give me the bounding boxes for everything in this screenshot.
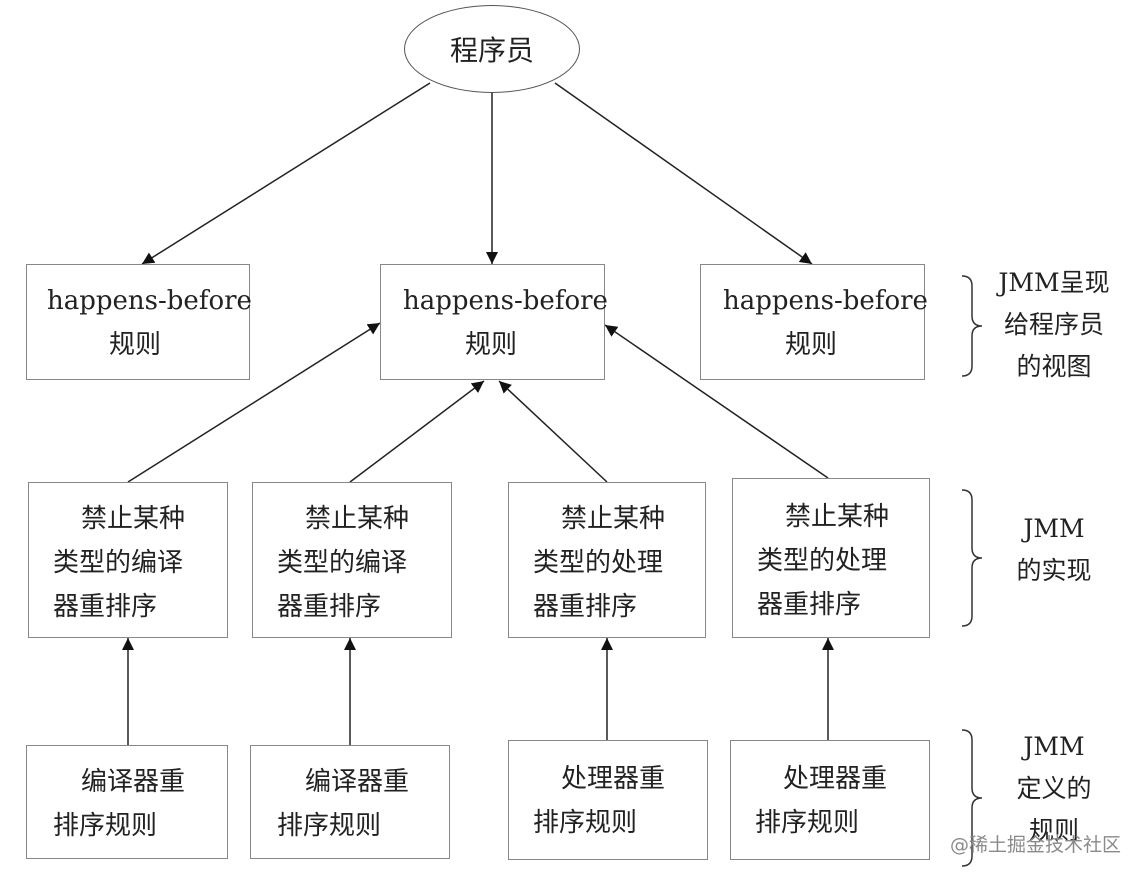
view-rule-box-center: happens-before 规则 (380, 264, 608, 380)
impl-line: 禁止某种 (561, 504, 666, 534)
view-rule-line: 规则 (785, 330, 838, 360)
rule-line: 排序规则 (755, 808, 860, 838)
impl-line: 类型的编译 (277, 548, 408, 578)
impl-line: 禁止某种 (81, 504, 186, 534)
impl-line: 器重排序 (757, 590, 862, 620)
rule-line: 处理器重 (783, 764, 888, 794)
impl-line: 器重排序 (53, 592, 158, 622)
rule-box-2: 编译器重 排序规则 (250, 745, 450, 859)
view-rule-line: 规则 (465, 330, 518, 360)
programmer-node: 程序员 (404, 5, 580, 93)
rule-line: 排序规则 (53, 811, 158, 841)
arrow-impl2-to-view (349, 380, 485, 483)
rule-line: 排序规则 (533, 808, 638, 838)
impl-line: 禁止某种 (305, 504, 410, 534)
side-label-impl: JMM 的实现 (1016, 514, 1092, 585)
rule-box-1: 编译器重 排序规则 (26, 745, 228, 859)
arrow-impl1-to-view (127, 322, 381, 483)
impl-line: 类型的处理 (533, 548, 664, 578)
impl-line: 类型的处理 (757, 546, 888, 576)
rule-line: 排序规则 (277, 811, 382, 841)
view-rule-line: happens-before (403, 286, 608, 316)
rule-line: 处理器重 (561, 764, 666, 794)
arrow-root-to-view-right (554, 82, 813, 265)
programmer-label: 程序员 (449, 34, 534, 67)
impl-box-1: 禁止某种 类型的编译 器重排序 (28, 482, 228, 638)
impl-box-2: 禁止某种 类型的编译 器重排序 (252, 482, 452, 638)
arrow-impl4-to-view (604, 324, 829, 479)
arrow-impl3-to-view (498, 380, 608, 483)
side-label-rules: JMM 定义的 规则 (1016, 732, 1092, 845)
view-rule-box-left: happens-before 规则 (26, 264, 252, 380)
rule-box-3: 处理器重 排序规则 (508, 740, 708, 860)
rule-box-4: 处理器重 排序规则 (730, 740, 930, 860)
impl-line: 类型的编译 (53, 548, 184, 578)
rule-line: 编译器重 (305, 767, 410, 797)
view-rule-line: happens-before (723, 286, 928, 316)
brace-impl (961, 489, 983, 627)
impl-box-4: 禁止某种 类型的处理 器重排序 (732, 478, 930, 638)
watermark: @稀土掘金技术社区 (950, 834, 1122, 856)
side-label-view: JMM呈现 给程序员 的视图 (998, 268, 1110, 381)
brace-view (961, 275, 983, 377)
arrow-root-to-view-left (141, 82, 431, 265)
impl-line: 器重排序 (533, 592, 638, 622)
brace-rules (961, 729, 983, 867)
impl-line: 禁止某种 (785, 502, 890, 532)
view-rule-line: happens-before (47, 286, 252, 316)
impl-line: 器重排序 (277, 592, 382, 622)
impl-box-3: 禁止某种 类型的处理 器重排序 (508, 482, 706, 638)
view-rule-box-right: happens-before 规则 (700, 264, 928, 380)
rule-line: 编译器重 (81, 767, 186, 797)
view-rule-line: 规则 (109, 330, 162, 360)
